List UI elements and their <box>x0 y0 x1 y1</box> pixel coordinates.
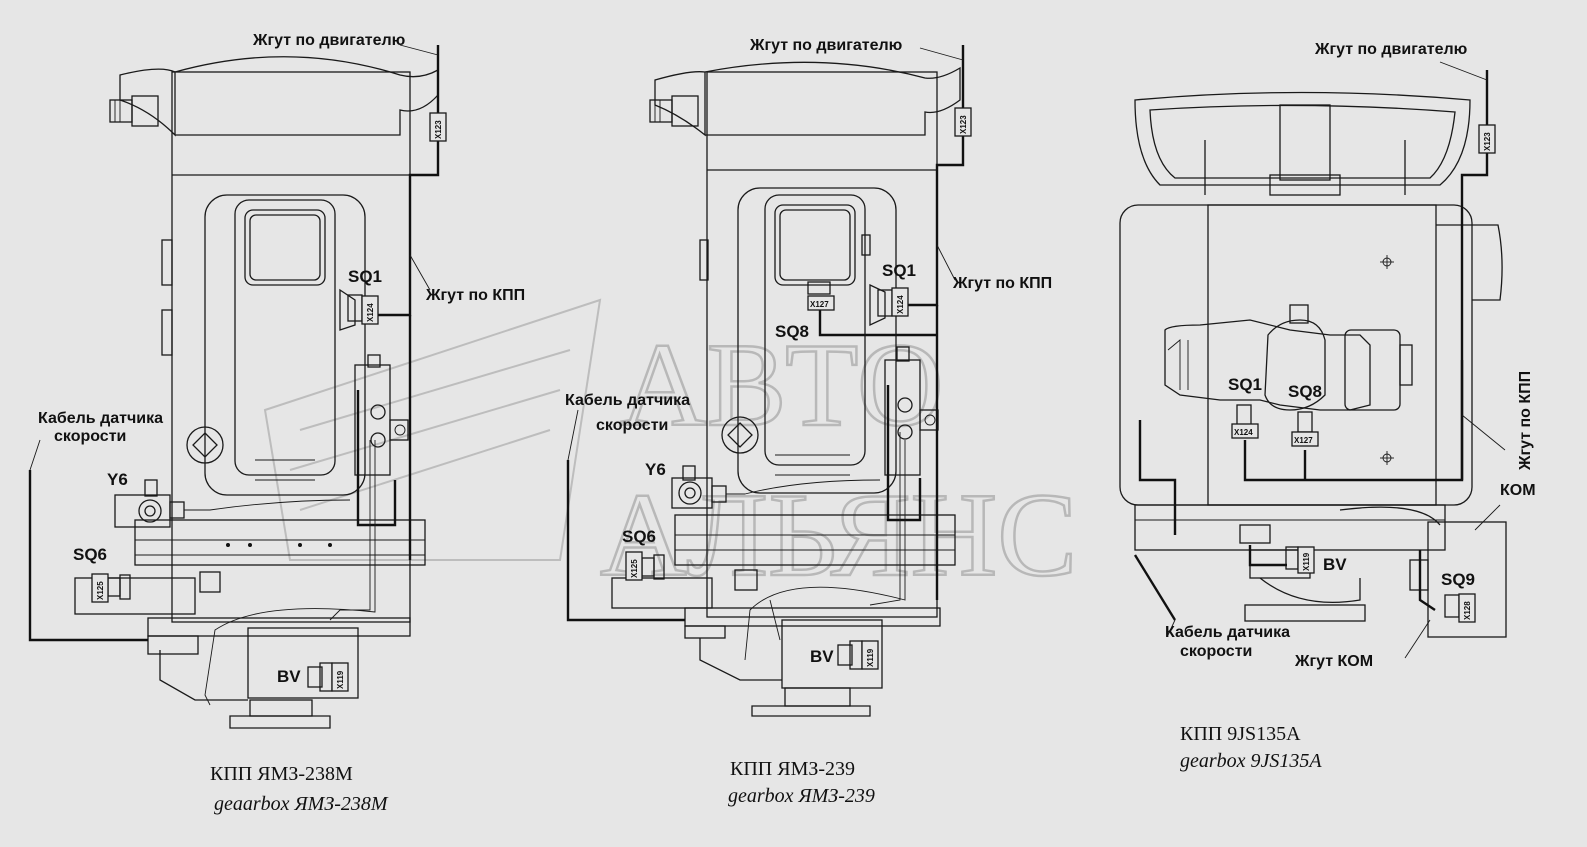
connector-x119: X119 <box>1302 552 1311 571</box>
speed-cable-label-line2: скорости <box>596 417 668 434</box>
engine-harness-label: Жгут по двигателю <box>252 32 406 49</box>
caption-en: gearbox ЯМЗ-239 <box>728 785 875 807</box>
sq1-label: SQ1 <box>882 261 916 280</box>
speed-cable-label-line2: скорости <box>54 428 126 445</box>
connector-x124: X124 <box>1234 428 1253 437</box>
watermark-line-2: АЛЬЯНС <box>600 468 1077 601</box>
bv-label: BV <box>1323 555 1347 574</box>
engine-harness-label: Жгут по двигателю <box>749 37 903 54</box>
panel-yamz-239: X123 X124 X127 X125 X119 Жгут по двигате… <box>565 37 1052 807</box>
connector-x124: X124 <box>896 295 905 314</box>
connector-x123: X123 <box>1483 132 1492 151</box>
y6-label: Y6 <box>107 470 128 489</box>
sq1-label: SQ1 <box>1228 375 1262 394</box>
speed-cable-label-line1: Кабель датчика <box>565 392 690 409</box>
caption-en: gearbox 9JS135A <box>1180 750 1322 772</box>
connector-x124: X124 <box>366 303 375 322</box>
pto-harness-label: Жгут КОМ <box>1294 653 1373 670</box>
caption-en: geaarbox ЯМЗ-238М <box>214 793 389 815</box>
caption-ru: КПП 9JS135A <box>1180 723 1301 745</box>
caption-ru: КПП ЯМЗ-238М <box>210 763 353 785</box>
panel-yamz-238m: X123 X124 X125 X119 Жгут по двигателю Жг… <box>28 32 525 815</box>
speed-cable-label-line1: Кабель датчика <box>1165 624 1290 641</box>
sq9-label: SQ9 <box>1441 570 1475 589</box>
speed-cable-label-line2: скорости <box>1180 643 1252 660</box>
pto-label: КОМ <box>1500 482 1536 499</box>
gearbox-harness-label: Жгут по КПП <box>425 287 525 304</box>
connector-x128: X128 <box>1463 601 1472 620</box>
sq8-label: SQ8 <box>775 322 809 341</box>
sq6-label: SQ6 <box>73 545 107 564</box>
sq8-label: SQ8 <box>1288 382 1322 401</box>
connector-x119: X119 <box>866 648 875 667</box>
connector-x125: X125 <box>96 581 105 600</box>
gearbox-harness-label: Жгут по КПП <box>952 275 1052 292</box>
connector-x123: X123 <box>959 115 968 134</box>
speed-cable-label-line1: Кабель датчика <box>38 410 163 427</box>
connector-x119: X119 <box>336 670 345 689</box>
panel-9js135a: X123 X124 X127 X119 X128 Жгут по двигате… <box>1119 41 1536 772</box>
y6-label: Y6 <box>645 460 666 479</box>
watermark-line-1: АВТО <box>620 318 944 451</box>
watermark-logo: АВТО АЛЬЯНС <box>263 298 1079 602</box>
bv-label: BV <box>277 667 301 686</box>
connector-x127: X127 <box>810 300 829 309</box>
sq1-label: SQ1 <box>348 267 382 286</box>
caption-ru: КПП ЯМЗ-239 <box>730 758 855 780</box>
connector-x127: X127 <box>1294 436 1313 445</box>
connector-x123: X123 <box>434 120 443 139</box>
sq6-label: SQ6 <box>622 527 656 546</box>
bv-label: BV <box>810 647 834 666</box>
engine-harness-label: Жгут по двигателю <box>1314 41 1468 58</box>
connector-x125: X125 <box>630 559 639 578</box>
gearbox-harness-label: Жгут по КПП <box>1517 371 1534 471</box>
